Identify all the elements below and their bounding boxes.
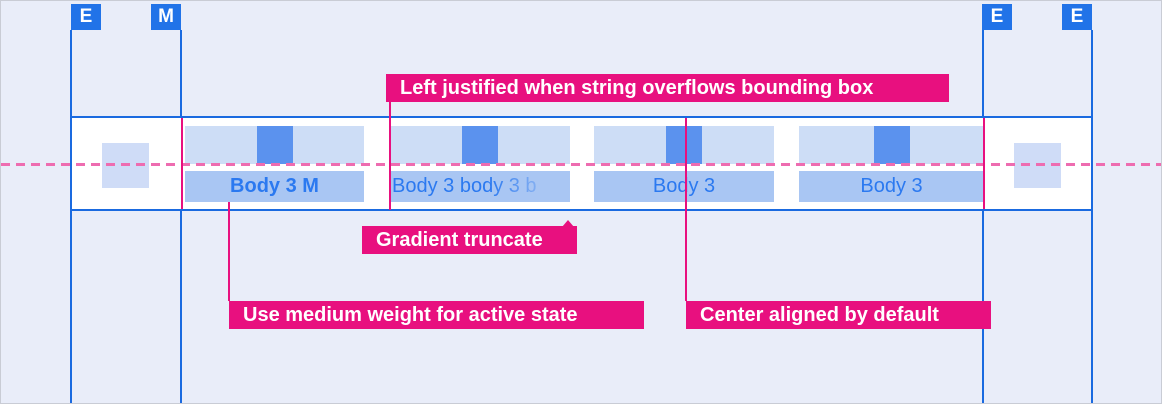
- annotation-gradient-truncate: Gradient truncate: [362, 220, 577, 254]
- guideline-margin-left: [180, 30, 182, 403]
- marker-letter: E: [990, 6, 1004, 27]
- marker-m-left: M: [151, 4, 181, 30]
- guideline-edge-right: [1091, 30, 1093, 403]
- marker-e-right1: E: [982, 4, 1012, 30]
- tab-hit-area: [185, 126, 364, 164]
- guideline-edge-left: [70, 30, 72, 403]
- spacing-indicator-square: [461, 126, 498, 164]
- tab-hit-area: [594, 126, 774, 164]
- annotation-medium-weight: Use medium weight for active state: [229, 301, 644, 329]
- tab-default-1[interactable]: Body 3: [594, 126, 774, 202]
- marker-e-left: E: [71, 4, 101, 30]
- tab-label-default: Body 3: [594, 171, 774, 202]
- marker-e-right2: E: [1062, 4, 1092, 30]
- annotation-text: Use medium weight for active state: [243, 304, 578, 326]
- redline-group-start: [181, 118, 183, 209]
- center-baseline-dashed: [1, 163, 1161, 166]
- redline-group-end: [983, 118, 985, 209]
- annotation-left-justified: Left justified when string overflows bou…: [386, 74, 949, 102]
- tab-active[interactable]: Body 3 M: [185, 126, 364, 202]
- spacing-indicator-square: [873, 126, 910, 164]
- marker-letter: M: [158, 6, 174, 27]
- marker-letter: E: [79, 6, 93, 27]
- annotation-text: Left justified when string overflows bou…: [400, 77, 874, 99]
- tab-overflow[interactable]: Body 3 body 3 b: [389, 126, 570, 202]
- guideline-margin-right: [982, 30, 984, 403]
- annotation-text: Gradient truncate: [376, 229, 543, 251]
- annotation-text: Center aligned by default: [700, 304, 939, 326]
- tab-label-active: Body 3 M: [185, 171, 364, 202]
- tab-label-overflow: Body 3 body 3 b: [389, 171, 570, 202]
- pointer-up-icon: [562, 220, 574, 227]
- marker-letter: E: [1070, 6, 1084, 27]
- tab-hit-area: [389, 126, 570, 164]
- redline-left-justified: [389, 102, 391, 210]
- redline-medium-weight: [228, 202, 230, 301]
- spacing-indicator-square: [666, 126, 702, 164]
- redline-center-aligned: [685, 118, 687, 301]
- tab-hit-area: [799, 126, 984, 164]
- tab-label-default: Body 3: [799, 171, 984, 202]
- tab-default-2[interactable]: Body 3: [799, 126, 984, 202]
- spacing-indicator-square: [256, 126, 293, 164]
- annotation-center-aligned: Center aligned by default: [686, 301, 991, 329]
- gradient-truncate-overlay: [488, 171, 570, 202]
